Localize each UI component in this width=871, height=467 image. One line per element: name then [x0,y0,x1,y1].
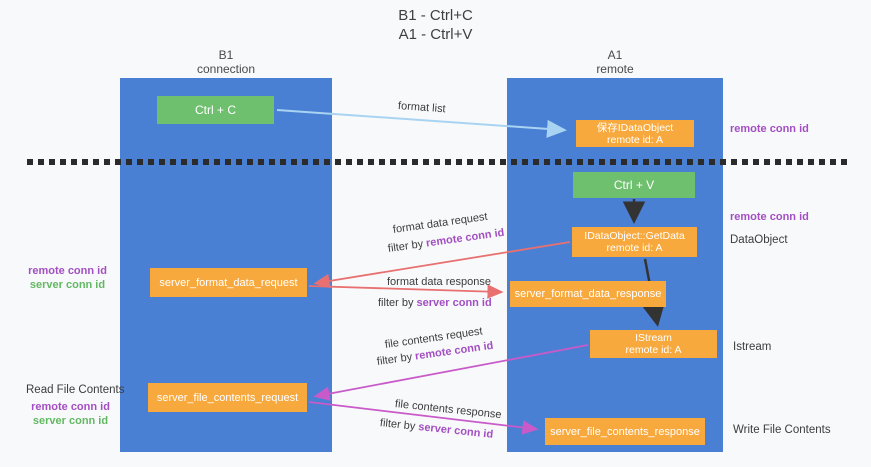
left-remote-conn-id-bottom: remote conn id [31,401,110,413]
right-dataobject-label: DataObject [730,234,788,246]
server-format-data-request-label: server_format_data_request [159,276,298,289]
ctrl-c-box: Ctrl + C [157,96,274,124]
save-dataobject-line1: 保存IDataObject [596,121,674,134]
save-dataobject-box: 保存IDataObject remote id: A [576,120,694,147]
right-istream-label: Istream [733,341,772,353]
server-format-data-response-box: server_format_data_response [510,281,666,307]
format-data-response-label: format data response [387,276,491,288]
right-column-subtitle: remote [596,62,634,76]
left-column-name: B1 [218,48,234,62]
getdata-box: IDataObject::GetData remote id: A [572,227,697,257]
diagram-title: B1 - Ctrl+C A1 - Ctrl+V [0,6,871,44]
save-dataobject-line2: remote id: A [606,133,664,146]
filter-key-server-conn-id: server conn id [416,297,492,309]
server-file-contents-response-label: server_file_contents_response [550,425,700,438]
title-line-2: A1 - Ctrl+V [398,26,473,43]
istream-box: IStream remote id: A [590,330,717,358]
filter-by-text: filter by [378,297,417,309]
istream-line1: IStream [635,332,672,344]
left-conn-id-stack-top: remote conn id server conn id [20,264,115,292]
left-conn-id-stack-bottom: remote conn id server conn id [23,400,118,428]
filter-by-text: filter by [376,350,416,368]
format-list-label: format list [397,100,446,116]
left-server-conn-id-bottom: server conn id [32,415,109,427]
ctrl-c-label: Ctrl + C [194,103,236,117]
file-contents-response-label: file contents response [394,398,503,422]
filter-key-server-conn-id: server conn id [417,421,494,441]
right-column-name: A1 [607,48,623,62]
filter-key-remote-conn-id: remote conn id [425,226,506,250]
right-remote-conn-id-top: remote conn id [730,123,809,135]
right-remote-conn-id-mid: remote conn id [730,211,809,223]
istream-line2: remote id: A [625,344,682,356]
server-file-contents-request-label: server_file_contents_request [156,391,299,404]
getdata-line2: remote id: A [606,242,663,254]
server-file-contents-request-box: server_file_contents_request [148,383,307,412]
getdata-line1: IDataObject::GetData [584,230,685,242]
left-remote-conn-id-top: remote conn id [28,265,107,277]
left-column-subtitle: connection [196,62,256,76]
server-file-contents-response-box: server_file_contents_response [545,418,705,445]
left-column-header: B1 connection [120,48,332,76]
filter-by-text: filter by [379,417,419,433]
server-format-data-response-label: server_format_data_response [514,288,662,300]
ctrl-v-label: Ctrl + V [613,178,655,192]
filter-by-text: filter by [387,237,427,255]
ctrl-v-box: Ctrl + V [573,172,695,198]
right-column-header: A1 remote [507,48,723,76]
left-server-conn-id-top: server conn id [29,279,106,291]
format-data-response-filter-label: filter by server conn id [378,297,492,309]
server-format-data-request-box: server_format_data_request [150,268,307,297]
dashed-separator-line [27,159,847,165]
title-line-1: B1 - Ctrl+C [398,7,473,24]
left-read-file-contents-label: Read File Contents [26,384,125,396]
right-write-file-contents-label: Write File Contents [733,424,831,436]
file-contents-response-filter-label: filter by server conn id [379,417,493,441]
